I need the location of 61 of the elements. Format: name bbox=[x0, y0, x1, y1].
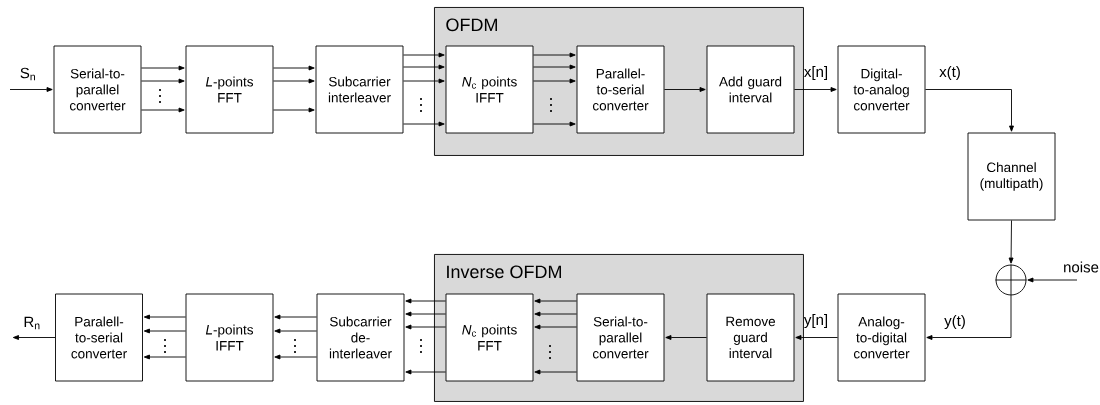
process-box: Analog-to-digital converter bbox=[837, 293, 926, 382]
edge-label: S$_{n}$ bbox=[20, 67, 35, 81]
process-box: N$_{c}$ points FFT bbox=[445, 293, 534, 382]
edge-label: R$_{n}$ bbox=[24, 316, 40, 330]
arrow bbox=[405, 298, 446, 304]
arrow bbox=[534, 369, 577, 375]
arrow bbox=[403, 64, 445, 70]
arrow bbox=[534, 311, 577, 317]
arrow bbox=[274, 314, 317, 320]
arrow bbox=[1027, 277, 1078, 283]
arrow bbox=[534, 298, 577, 304]
process-box: Subcarrier de-interleaver bbox=[316, 293, 405, 382]
arrow bbox=[925, 89, 1014, 132]
arrow bbox=[273, 78, 315, 84]
arrow bbox=[143, 314, 186, 320]
process-box: Add guard interval bbox=[706, 45, 795, 134]
process-box: Serial-to-parallel converter bbox=[576, 293, 665, 382]
arrow bbox=[274, 354, 317, 360]
process-box: L-points IFFT bbox=[185, 293, 274, 382]
arrow bbox=[403, 52, 445, 58]
process-box: Remove guard interval bbox=[706, 293, 795, 382]
arrow bbox=[403, 78, 445, 84]
arrow bbox=[534, 324, 577, 330]
arrow bbox=[273, 107, 315, 113]
process-box: Digital-to-analog converter bbox=[837, 45, 926, 134]
arrow bbox=[405, 324, 446, 330]
arrow bbox=[533, 121, 576, 127]
arrow bbox=[1008, 220, 1014, 264]
arrow bbox=[141, 78, 185, 84]
edge-label: y[n] bbox=[803, 314, 827, 328]
process-box: Subcarrier interleaver bbox=[315, 45, 404, 134]
process-box: L-points FFT bbox=[185, 45, 274, 134]
arrow bbox=[533, 64, 576, 70]
summing-junction bbox=[995, 264, 1027, 296]
arrow bbox=[141, 65, 185, 71]
arrow bbox=[665, 335, 707, 340]
arrow bbox=[9, 87, 53, 92]
process-box: Parallel-to-serial converter bbox=[576, 45, 665, 134]
process-box: Serial-to-parallel converter bbox=[53, 45, 142, 134]
edge-label: x(t) bbox=[939, 66, 960, 80]
arrow bbox=[273, 65, 315, 71]
arrow bbox=[533, 78, 576, 84]
arrow bbox=[141, 107, 185, 113]
arrow bbox=[926, 295, 1012, 340]
edge-label: noise bbox=[1064, 261, 1099, 273]
arrow bbox=[274, 328, 317, 334]
arrow bbox=[143, 354, 186, 360]
arrow bbox=[143, 328, 186, 334]
arrow bbox=[794, 87, 837, 92]
arrow bbox=[405, 369, 446, 375]
edge-label: y(t) bbox=[944, 315, 965, 329]
arrow bbox=[403, 121, 445, 127]
arrow bbox=[12, 335, 56, 340]
arrow bbox=[664, 87, 706, 92]
process-box: Channel (multipath) bbox=[967, 132, 1056, 221]
process-box: N$_{c}$ points IFFT bbox=[445, 45, 534, 134]
arrow bbox=[405, 311, 446, 317]
arrow bbox=[795, 335, 838, 340]
arrow bbox=[533, 52, 576, 58]
edge-label: x[n] bbox=[804, 66, 827, 80]
process-box: Paralell-to-serial converter bbox=[55, 293, 143, 382]
